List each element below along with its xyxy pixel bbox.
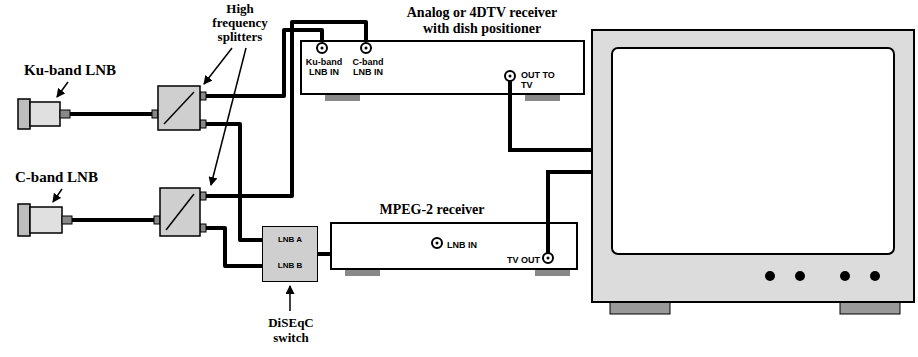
leader-arrow — [57, 82, 68, 97]
port-jack — [432, 238, 442, 248]
tv-knob — [765, 271, 775, 281]
port-jack — [436, 242, 439, 245]
port-label: LNB B — [263, 261, 317, 271]
coax-cable — [72, 22, 366, 220]
lnb: C-band LNB — [18, 204, 72, 236]
leader-arrow — [53, 189, 62, 202]
lnb-feedhorn — [18, 99, 30, 129]
tv-knob — [870, 271, 880, 281]
leader-arrow — [204, 48, 232, 84]
port-label: Ku-band LNB IN — [304, 57, 344, 77]
splitter-port — [200, 224, 206, 232]
splitter-port — [154, 216, 160, 224]
lnb-connector — [60, 110, 70, 118]
diseqc-switch: DiSEqC switchLNB ALNB B — [262, 226, 318, 282]
lnb-body — [30, 102, 60, 126]
tv-knob — [795, 271, 805, 281]
port-jack — [365, 47, 368, 50]
tv-cabinet — [592, 30, 914, 302]
port-label: TV OUT — [500, 255, 540, 265]
receiver-heading: Analog or 4DTV receiver with dish positi… — [392, 5, 572, 37]
splitter-port — [152, 110, 158, 118]
port-jack — [543, 253, 553, 263]
lnb: Ku-band LNB — [18, 99, 70, 129]
switch-label: DiSEqC switch — [259, 315, 323, 345]
splitter-port — [200, 92, 206, 100]
splitter-port — [200, 192, 206, 200]
receiver-box: MPEG-2 receiverLNB INTV OUT — [330, 222, 578, 270]
splitter-mark — [164, 92, 194, 124]
tv-knob — [840, 271, 850, 281]
receiver-foot — [345, 270, 380, 276]
splitter-mark — [166, 194, 194, 230]
port-label: LNB A — [263, 235, 317, 245]
tv-foot — [610, 302, 670, 314]
lnb-label: C-band LNB — [15, 168, 145, 186]
receiver-foot — [525, 95, 560, 101]
port-jack — [509, 75, 512, 78]
port-jack — [547, 257, 550, 260]
port-jack — [321, 47, 324, 50]
receiver-box: Analog or 4DTV receiver with dish positi… — [300, 40, 585, 95]
port-jack — [361, 43, 371, 53]
splitter-body — [158, 86, 200, 130]
receiver-foot — [325, 95, 360, 101]
splitter-port — [200, 120, 206, 128]
port-label: LNB IN — [447, 240, 497, 250]
port-label: C-band LNB IN — [348, 57, 388, 77]
lnb-feedhorn — [18, 204, 30, 236]
receiver-foot — [535, 270, 570, 276]
tv-foot — [840, 302, 900, 314]
lnb-body — [30, 207, 62, 233]
coax-cable — [318, 252, 330, 256]
port-jack — [317, 43, 327, 53]
callout-label: High frequency splitters — [200, 2, 280, 44]
receiver-heading: MPEG-2 receiver — [352, 202, 512, 218]
splitter-body — [160, 188, 200, 236]
lnb-connector — [62, 216, 72, 224]
leader-arrow — [289, 286, 291, 311]
tv-cable — [548, 172, 596, 253]
tv-screen — [612, 48, 894, 254]
lnb-label: Ku-band LNB — [24, 61, 154, 79]
leader-arrow — [211, 48, 246, 185]
port-label: OUT TO TV — [521, 70, 555, 90]
port-jack — [505, 71, 515, 81]
